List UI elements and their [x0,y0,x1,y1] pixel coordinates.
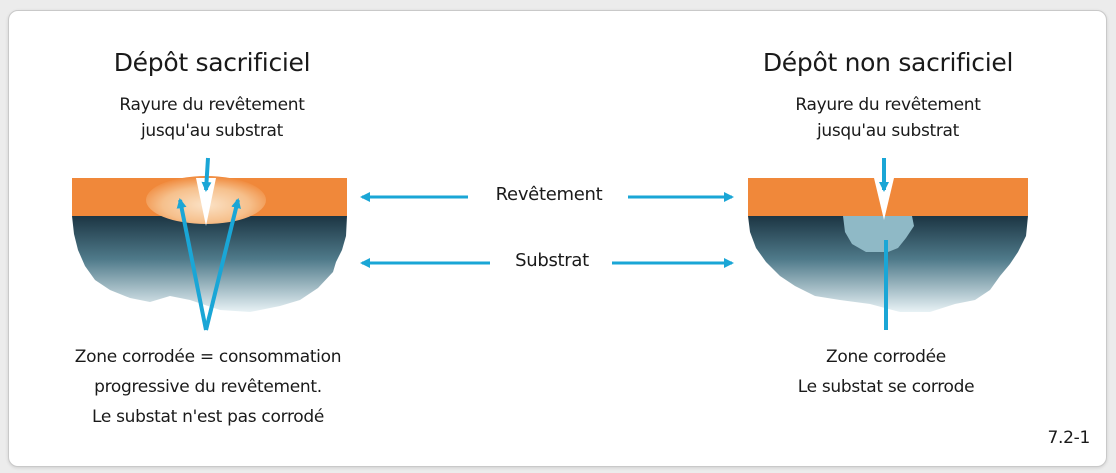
right-corroded-zone [843,216,914,252]
left-zone-pointer-a [176,198,208,331]
left-title: Dépôt sacrificiel [113,48,311,77]
coating-label: Revêtement [470,184,628,205]
figure-number: 7.2-1 [1047,428,1091,448]
right-title: Dépôt non sacrificiel [762,48,1014,77]
left-substrate [72,216,347,312]
right-zone-line2: Le substat se corrode [797,377,975,397]
left-zone-pointer-b [204,198,241,331]
right-scratch-label-line2: jusqu'au substrat [816,121,960,141]
left-zone-line3: Le substat n'est pas corrodé [91,407,325,427]
right-zone-line1: Zone corrodée [826,347,946,367]
substrate-label: Substrat [492,250,612,271]
right-scratch-label-line1: Rayure du revêtement [795,95,981,115]
left-zone-line1: Zone corrodée = consommation [74,347,342,367]
left-scratch-label-line2: jusqu'au substrat [140,121,284,141]
left-scratch-pointer [201,157,212,192]
left-zone-line2: progressive du revêtement. [94,377,322,397]
left-scratch-label-line1: Rayure du revêtement [119,95,305,115]
